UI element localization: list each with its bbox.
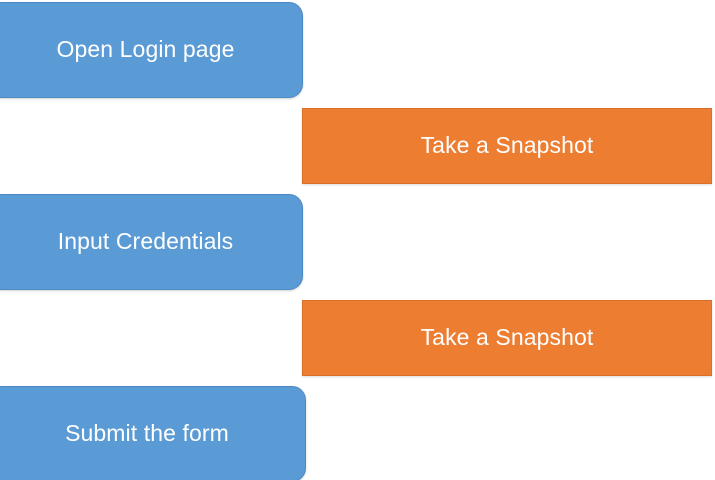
flow-step-open-login-page[interactable]: Open Login page [0,2,303,98]
flow-step-label: Take a Snapshot [420,324,594,351]
flow-step-input-credentials[interactable]: Input Credentials [0,194,303,290]
flow-step-take-a-snapshot-2[interactable]: Take a Snapshot [302,300,712,376]
flow-step-label: Take a Snapshot [420,132,594,159]
flow-step-submit-the-form[interactable]: Submit the form [0,386,306,480]
flow-step-take-a-snapshot-1[interactable]: Take a Snapshot [302,108,712,184]
flow-step-label: Input Credentials [57,228,234,255]
flow-step-label: Submit the form [65,420,229,447]
flow-step-label: Open Login page [56,36,235,63]
